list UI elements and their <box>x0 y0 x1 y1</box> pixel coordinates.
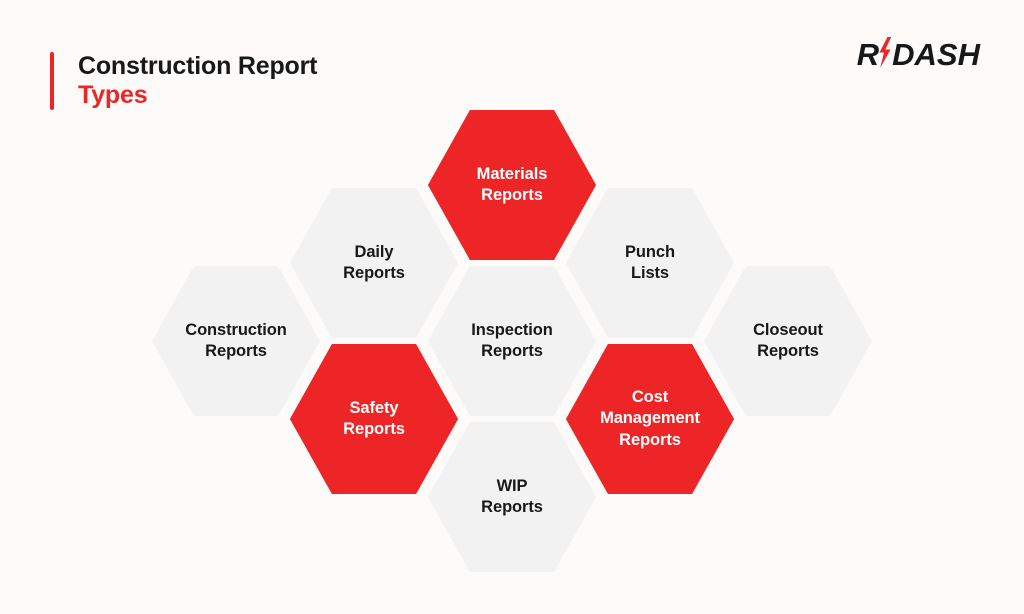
hex-materials-reports[interactable]: Materials Reports <box>428 110 596 260</box>
title-line-primary: Construction Report <box>78 52 318 80</box>
title-line-secondary: Types <box>78 81 148 109</box>
hex-label: Materials Reports <box>476 164 548 204</box>
hex-label: Safety Reports <box>343 398 405 438</box>
page-title: Construction Report Types <box>50 52 317 110</box>
hex-label: Daily Reports <box>343 242 405 282</box>
hex-label: WIP Reports <box>481 476 543 516</box>
hex-label: Cost Management Reports <box>600 387 700 449</box>
title-text: Construction Report Types <box>78 52 317 110</box>
hex-construction-reports[interactable]: Construction Reports <box>152 266 320 416</box>
page-header: Construction Report Types R DASH <box>0 0 1024 110</box>
logo-text-left: R <box>856 36 880 72</box>
hex-inspection-reports[interactable]: Inspection Reports <box>428 266 596 416</box>
hex-punch-lists[interactable]: Punch Lists <box>566 188 734 338</box>
hex-daily-reports[interactable]: Daily Reports <box>290 188 458 338</box>
hex-safety-reports[interactable]: Safety Reports <box>290 344 458 494</box>
hex-label: Closeout Reports <box>753 320 823 360</box>
hex-label: Construction Reports <box>185 320 287 360</box>
lightning-bolt-icon <box>877 36 892 68</box>
rdash-logo: R DASH <box>857 36 980 72</box>
title-accent-bar <box>50 52 54 110</box>
logo-text-right: DASH <box>892 36 980 72</box>
hex-label: Punch Lists <box>625 242 675 282</box>
hex-closeout-reports[interactable]: Closeout Reports <box>704 266 872 416</box>
hex-label: Inspection Reports <box>471 320 553 360</box>
hex-wip-reports[interactable]: WIP Reports <box>428 422 596 572</box>
hex-cost-management-reports[interactable]: Cost Management Reports <box>566 344 734 494</box>
